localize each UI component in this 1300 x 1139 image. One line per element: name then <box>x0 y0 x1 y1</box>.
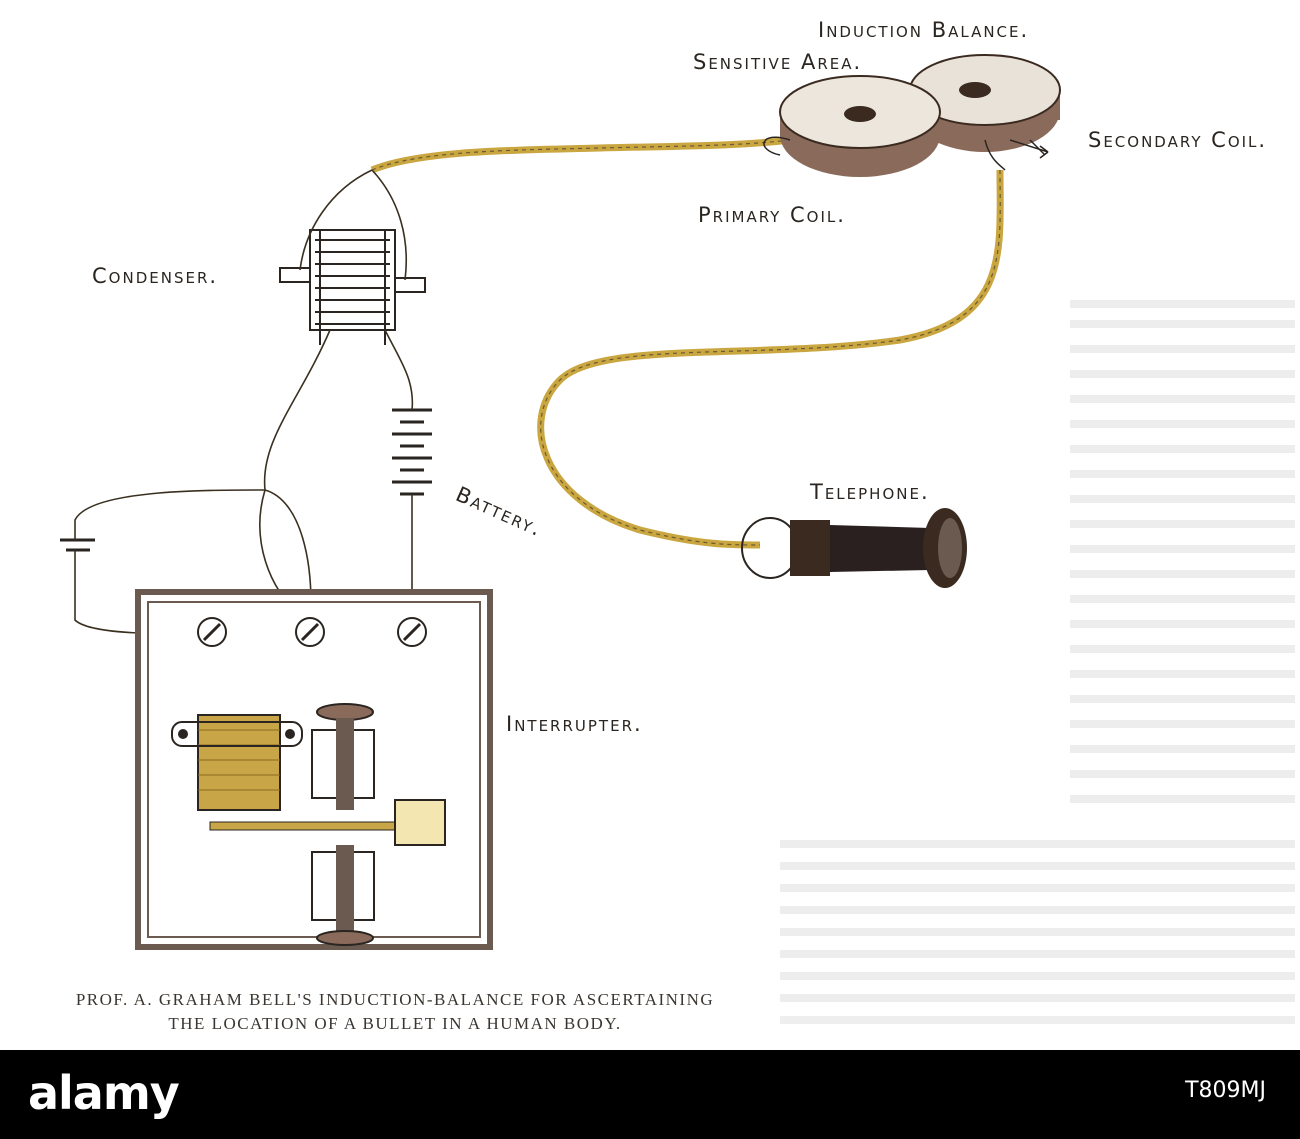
label-primary-coil: Primary Coil. <box>698 203 846 227</box>
figure-caption: PROF. A. GRAHAM BELL'S INDUCTION-BALANCE… <box>0 988 790 1036</box>
caption-line-2: THE LOCATION OF A BULLET IN A HUMAN BODY… <box>168 1014 622 1033</box>
circuit-illustration <box>60 54 1295 1024</box>
alamy-logo: alamy <box>28 1066 180 1120</box>
telephone <box>741 508 967 588</box>
cord-condenser-to-primary <box>370 136 791 174</box>
battery <box>392 408 432 496</box>
stock-image-id: T809MJ <box>1185 1078 1266 1103</box>
label-condenser: Condenser. <box>92 264 219 288</box>
bleed-through-text <box>780 300 1295 1024</box>
label-telephone: Telephone. <box>810 480 930 504</box>
caption-line-1: PROF. A. GRAHAM BELL'S INDUCTION-BALANCE… <box>75 990 715 1009</box>
interrupter-box <box>135 589 493 950</box>
diagram: Induction Balance. Sensitive Area. Secon… <box>0 18 1295 1036</box>
stock-footer-bar: alamy T809MJ <box>0 1050 1300 1139</box>
secondary-coil-pointer <box>1009 139 1049 159</box>
induction-balance-coils <box>763 54 1061 177</box>
label-induction-balance: Induction Balance. <box>818 18 1030 42</box>
condenser <box>279 229 426 345</box>
label-interrupter: Interrupter. <box>506 712 643 736</box>
small-cell <box>60 538 95 552</box>
label-secondary-coil: Secondary Coil. <box>1088 128 1268 152</box>
label-sensitive-area: Sensitive Area. <box>693 50 863 74</box>
